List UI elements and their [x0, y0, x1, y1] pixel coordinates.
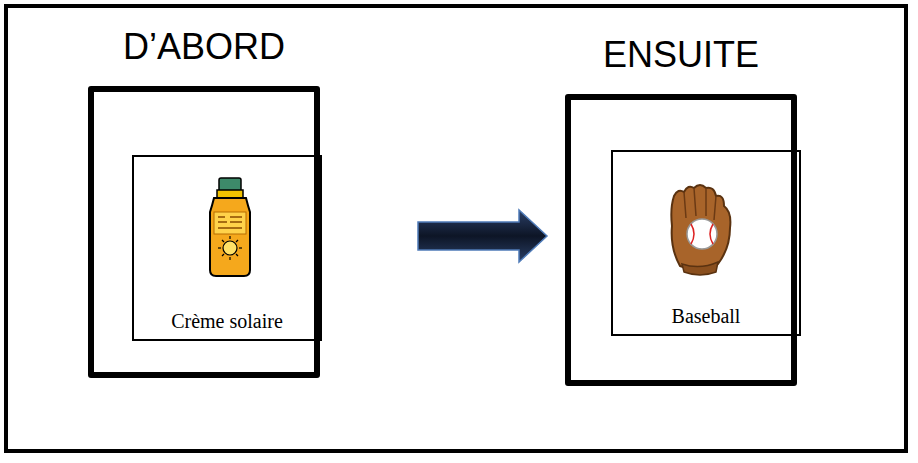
picture-caption: Baseball [613, 305, 799, 328]
picture-card: Crème solaire [132, 155, 322, 341]
picture-caption: Crème solaire [134, 310, 320, 333]
step-heading: ENSUITE [531, 34, 831, 76]
step-frame: ENSUITEBaseball [565, 94, 797, 386]
baseball-glove-icon [660, 178, 740, 278]
block-arrow [418, 210, 547, 262]
sunscreen-icon [190, 172, 270, 282]
picture-card: Baseball [611, 150, 801, 336]
step-frame: D’ABORDCrème solaire [88, 86, 320, 378]
step-heading: D’ABORD [54, 26, 354, 68]
